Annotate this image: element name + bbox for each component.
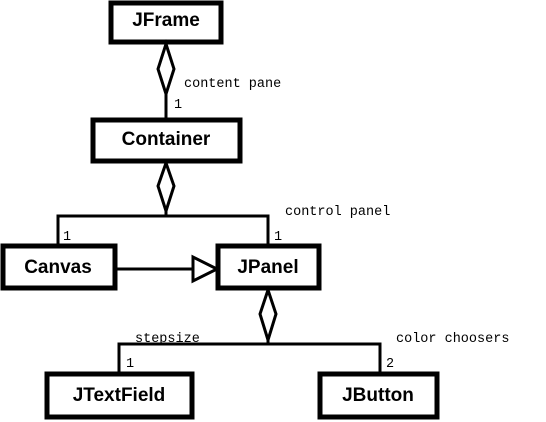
composition-diamond (258, 285, 278, 346)
role-label-color-choosers: color choosers (396, 332, 509, 347)
multiplicity-content-pane: 1 (174, 98, 182, 113)
composition-diamond (156, 39, 176, 99)
class-name-container: Container (122, 129, 211, 150)
class-name-jpanel: JPanel (237, 257, 298, 278)
class-jtextfield: JTextField (44, 371, 195, 420)
class-canvas: Canvas (0, 243, 118, 291)
class-name-jbutton: JButton (342, 385, 414, 406)
association-line (56, 214, 270, 246)
class-name-jtextfield: JTextField (73, 385, 166, 406)
role-label-stepsize: stepsize (135, 332, 200, 347)
generalization-canvas-jpanel (117, 254, 221, 284)
class-name-canvas: Canvas (24, 257, 92, 278)
class-name-jframe: JFrame (132, 10, 200, 31)
class-jbutton: JButton (317, 371, 440, 420)
class-jpanel: JPanel (215, 243, 322, 291)
role-label-control-panel: control panel (285, 205, 390, 220)
generalization-arrowhead (191, 254, 221, 284)
association-content-pane: content pane 1 (156, 39, 281, 120)
class-jframe: JFrame (108, 0, 224, 45)
multiplicity-canvas: 1 (63, 230, 71, 245)
multiplicity-color-choosers: 2 (386, 357, 394, 372)
association-container-children: 1 control panel 1 (56, 158, 390, 246)
association-line (117, 342, 382, 374)
association-jpanel-children: stepsize 1 color choosers 2 (117, 285, 509, 374)
multiplicity-stepsize: 1 (126, 357, 134, 372)
class-container: Container (90, 117, 243, 164)
role-label-content-pane: content pane (184, 77, 281, 92)
multiplicity-control-panel: 1 (274, 230, 282, 245)
composition-diamond (156, 158, 176, 216)
